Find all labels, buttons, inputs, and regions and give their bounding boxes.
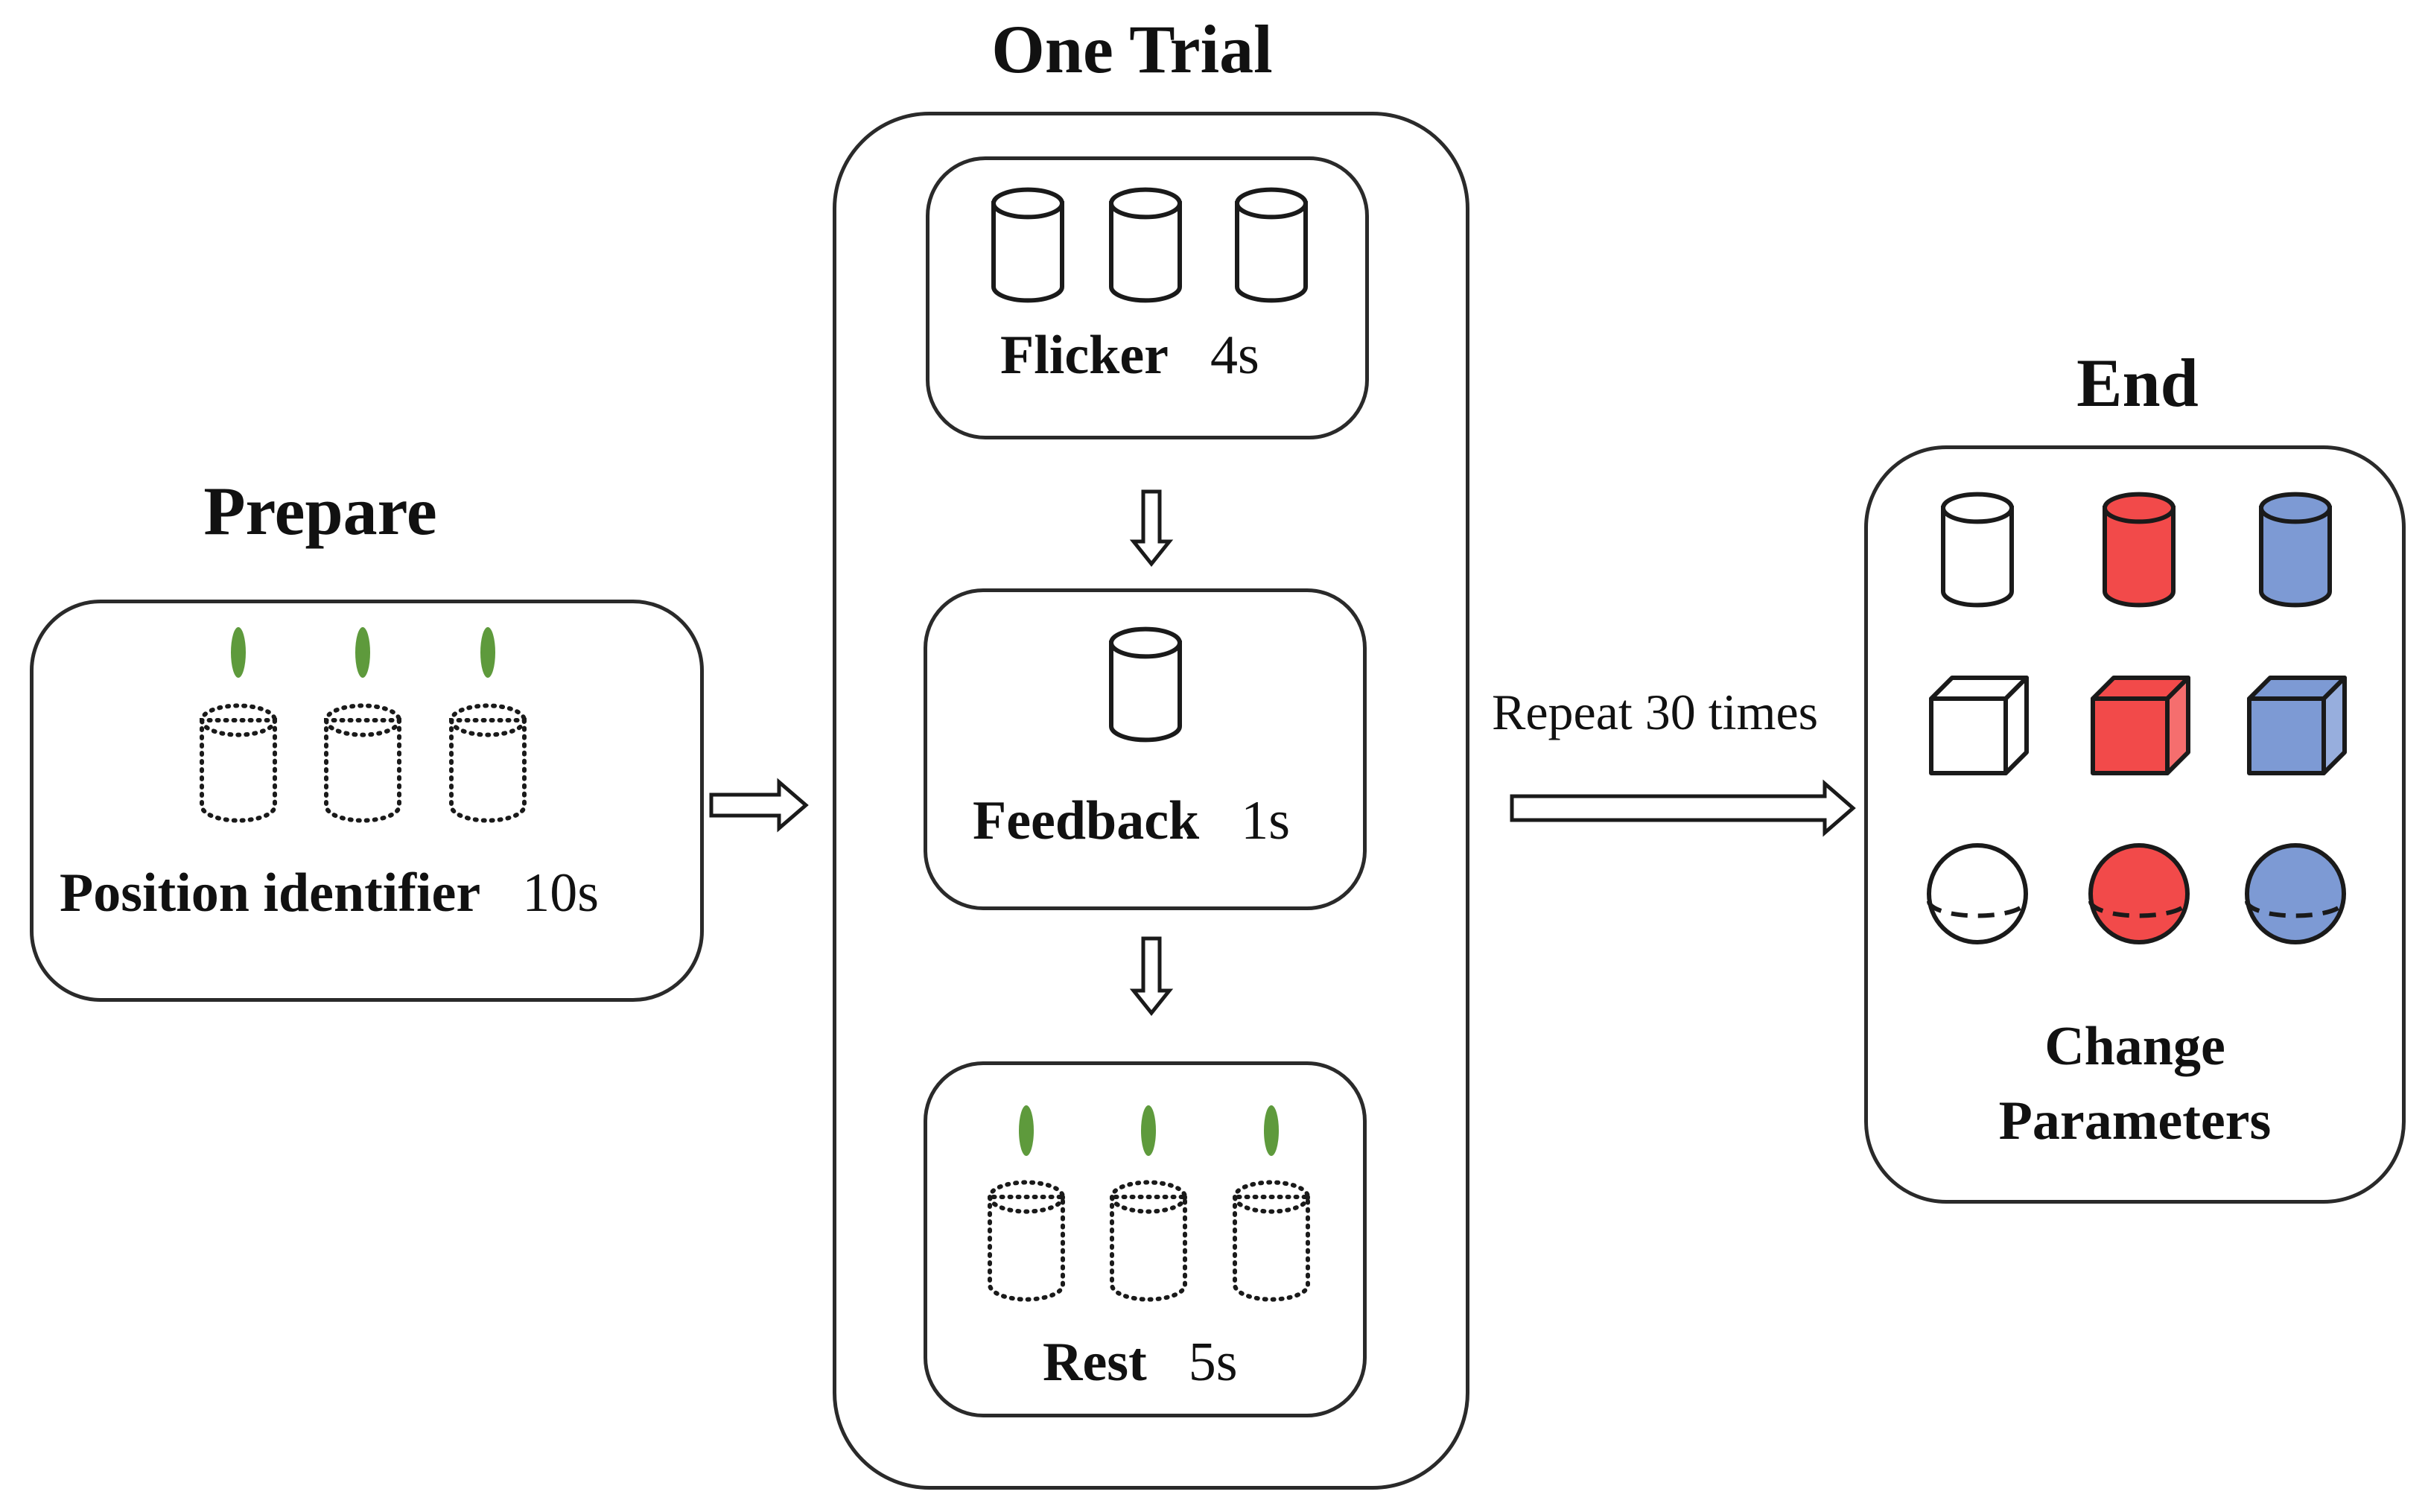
rest-duration: 5s <box>1188 1332 1238 1393</box>
feedback-duration: 1s <box>1241 790 1291 851</box>
end-title: End <box>2076 345 2199 421</box>
rest-icons <box>988 1105 1310 1302</box>
cylinder-icon <box>1235 187 1308 303</box>
feedback-to-rest-arrow-icon <box>1129 936 1174 1017</box>
feedback-icons <box>1109 626 1182 743</box>
prepare-title: Prepare <box>203 473 437 549</box>
flicker-label: Flicker 4s <box>1000 328 1259 383</box>
dotted-cylinder-icon <box>1233 1180 1310 1302</box>
dotted-cylinder-icon <box>449 703 527 823</box>
green-marker-icon <box>1264 1105 1279 1156</box>
cube-icon <box>1929 676 2029 775</box>
parameters-label: Parameters <box>1998 1090 2272 1152</box>
flicker-icons <box>991 187 1308 303</box>
rest-text: Rest <box>1043 1332 1147 1393</box>
end-icons <box>1927 492 2347 944</box>
cylinder-icon <box>2103 492 2176 608</box>
cylinder-icon <box>2259 492 2332 608</box>
green-marker-icon <box>355 627 370 678</box>
cylinder-icon <box>1941 492 2014 608</box>
sphere-icon <box>2088 843 2190 944</box>
flicker-text: Flicker <box>1000 325 1169 386</box>
prepare-to-trial-arrow-icon <box>709 778 809 833</box>
flicker-to-feedback-arrow-icon <box>1129 489 1174 568</box>
feedback-text: Feedback <box>973 790 1200 851</box>
repeat-label: Repeat 30 times <box>1492 684 1819 740</box>
prepare-icons <box>200 627 527 823</box>
dotted-cylinder-icon <box>324 703 401 823</box>
one-trial-title: One Trial <box>991 11 1273 87</box>
flicker-duration: 4s <box>1210 325 1259 386</box>
arrows <box>709 489 1856 1017</box>
cylinder-icon <box>991 187 1064 303</box>
dotted-cylinder-icon <box>988 1180 1065 1302</box>
green-marker-icon <box>1019 1105 1034 1156</box>
cube-icon <box>2247 676 2347 775</box>
repeat-arrow-icon <box>1510 779 1856 837</box>
green-marker-icon <box>231 627 246 678</box>
cylinder-icon <box>1109 187 1182 303</box>
dotted-cylinder-icon <box>200 703 277 823</box>
sphere-icon <box>2245 843 2346 944</box>
rest-label: Rest 5s <box>1043 1335 1238 1390</box>
feedback-label: Feedback 1s <box>973 793 1290 848</box>
prepare-duration: 10s <box>522 863 600 924</box>
cube-icon <box>2091 676 2190 775</box>
position-identifier-text: Position identifier <box>60 863 481 924</box>
prepare-label: Position identifier 10s <box>60 865 599 921</box>
dotted-cylinder-icon <box>1110 1180 1187 1302</box>
change-label: Change <box>2044 1016 2225 1077</box>
green-marker-icon <box>480 627 495 678</box>
green-marker-icon <box>1141 1105 1156 1156</box>
cylinder-icon <box>1109 626 1182 743</box>
sphere-icon <box>1927 843 2028 944</box>
